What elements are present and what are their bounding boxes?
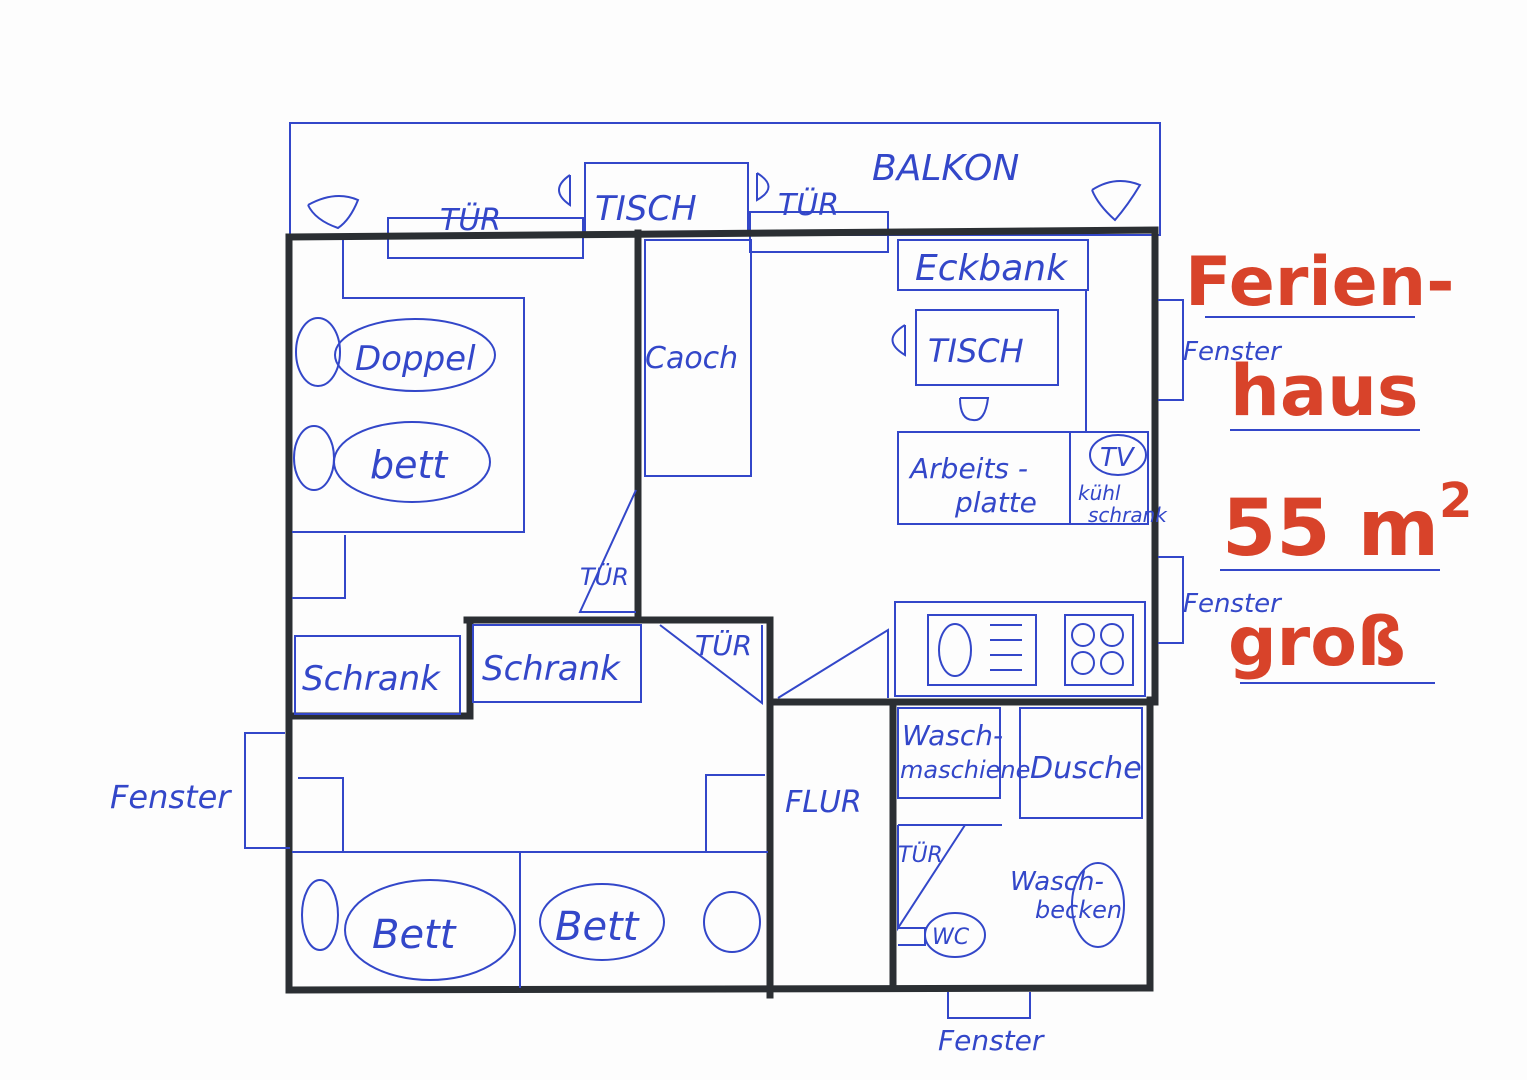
chair-icon [558,174,571,207]
washing-machine-label: maschiene [900,756,1030,784]
double-bed-label: bett [370,443,449,487]
tv-icon [1089,434,1147,476]
washing-machine-label: Wasch- [902,719,1003,752]
nightstand-icon [295,317,341,387]
shower [1019,707,1143,819]
double-bed-label: Doppel [355,339,476,379]
sink-bowl [938,623,972,677]
worktop-label: platte [954,486,1037,519]
shelf [292,535,346,599]
window-right-top [1158,299,1184,401]
window-bottom [947,992,1031,1019]
shower-label: Dusche [1030,751,1142,786]
door-label: TÜR [898,842,943,868]
plant-icon [1091,180,1142,222]
chair-icon [959,397,990,422]
toilet-label: WC [932,925,970,950]
toilet-tank [898,927,926,946]
size-label: groß [1228,603,1406,682]
area-value: 55 m2 [1222,473,1472,574]
pillow [333,421,491,503]
door-swing [578,489,637,613]
window-label: Fenster [938,1024,1045,1057]
pillow [539,883,665,961]
window-right-mid [1158,556,1184,644]
washbasin-icon [1071,862,1125,948]
kitchen-table [915,309,1059,386]
fridge-label: schrank [1088,503,1168,527]
stove-icon [1064,614,1134,686]
worktop [897,431,1149,525]
plant-icon [307,195,360,230]
window-label: Fenster [110,778,232,816]
door-swing [777,628,889,699]
beds-frame [292,851,768,988]
washing-machine [897,707,1001,799]
nightstands [298,774,765,852]
fridge-label: kühl [1078,481,1121,505]
wardrobe-right [472,624,642,703]
door-label: TÜR [695,628,752,662]
walls [285,226,1159,999]
washbasin-label: becken [1035,896,1122,924]
wardrobe-left-label: Schrank [302,659,441,699]
hallway-label: FLUR [785,785,862,820]
wardrobe-left [294,635,461,715]
drain-icon [990,624,1022,671]
sink-icon [927,614,1037,686]
balcony-table-label: TISCH [595,189,697,229]
corner-bench-label: Eckbank [915,248,1069,289]
window-label: Fenster [1183,589,1283,619]
corner-bench [897,239,1089,291]
wardrobe-right-label: Schrank [482,649,621,689]
window-left [244,732,290,849]
bed-2-label: Bett [555,904,640,950]
balcony-label: BALKON [872,148,1019,189]
double-bed-frame [292,240,525,533]
pillow [334,318,496,392]
title-line-1: Ferien- [1185,243,1454,322]
couch [644,239,752,477]
worktop-label: Arbeits - [908,452,1028,485]
chair-icon [891,324,906,357]
title-line-2: haus [1230,350,1419,432]
chair-icon [756,172,770,202]
nightstand-icon [703,891,761,953]
pillow [344,879,516,981]
nightstand-icon [293,425,335,491]
door-swing [659,624,763,706]
nightstand-icon [301,879,339,951]
kitchen-counter [894,601,1146,697]
kitchen-table-label: TISCH [928,332,1024,370]
door-label: TÜR [778,187,839,223]
window-label: Fenster [1183,337,1283,367]
bed-1-label: Bett [372,912,457,958]
tv-label: TV [1100,443,1136,473]
washbasin-label: Wasch- [1010,867,1104,897]
couch-label: Caoch [645,341,738,376]
door-label: TÜR [580,562,629,591]
